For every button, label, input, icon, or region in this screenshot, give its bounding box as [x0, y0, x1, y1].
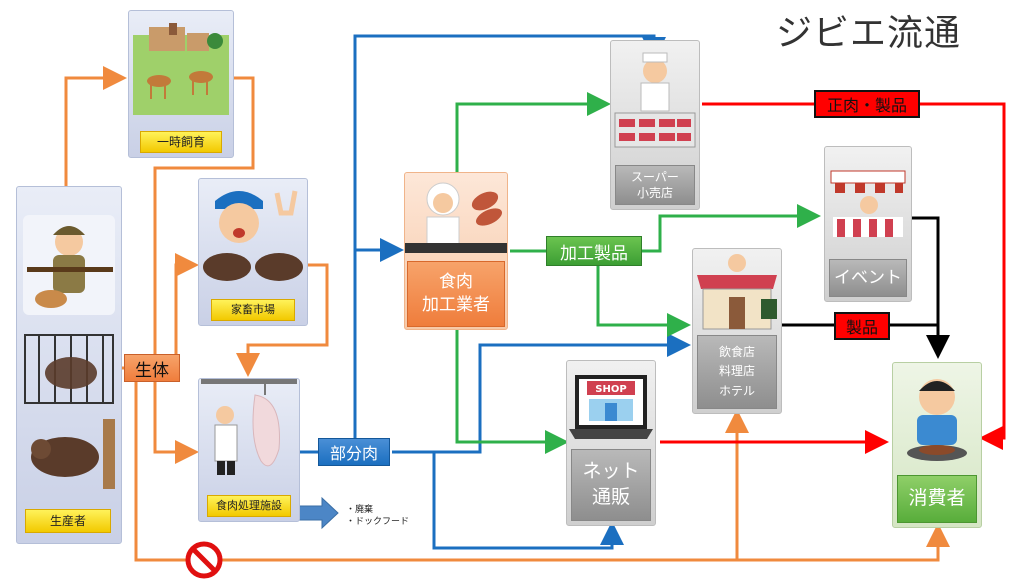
meat-processor-label-line1: 食肉: [439, 272, 473, 293]
supermarket-node: スーパー 小売店: [610, 40, 700, 210]
deer-farm-illustration: [133, 23, 229, 115]
producer-label: 生産者: [25, 509, 111, 533]
restaurant-label: 飲食店 料理店 ホテル: [697, 335, 777, 409]
arrow-producer-to-breeding: [64, 66, 127, 188]
arrow-processor-to-net: [455, 328, 569, 454]
disposal-arrow: [295, 496, 339, 530]
arrow-partial-to-restaurant: [392, 333, 691, 454]
arrow-processed-to-restaurant: [596, 265, 691, 337]
live-animal-label: 生体: [124, 354, 180, 382]
restaurant-label-line2: 料理店: [718, 364, 755, 379]
disposal-notes: ・廃棄 ・ドックフード: [346, 504, 409, 528]
arrow-bottom-orange: [134, 382, 950, 562]
restaurant-label-line3: ホテル: [718, 383, 755, 398]
net-sales-label: ネット 通販: [571, 449, 651, 521]
processing-facility-node: 食肉処理施設: [198, 378, 300, 522]
supermarket-label-line1: スーパー: [631, 169, 679, 184]
meat-processor-label: 食肉 加工業者: [407, 261, 505, 327]
arrow-partial-to-net-bottom: [392, 450, 624, 550]
orange-arrows: [64, 66, 950, 562]
meat-products-label: 正肉・製品: [814, 90, 920, 118]
consumer-node: 消費者: [892, 362, 982, 528]
net-sales-label-line1: ネット: [582, 460, 640, 483]
market-illustration: [203, 190, 303, 281]
temp-breeding-node: 一時飼育: [128, 10, 234, 158]
meat-processor-node: 食肉 加工業者: [404, 172, 508, 330]
online-shop-illustration: SHOP: [569, 375, 653, 439]
net-sales-label-line2: 通販: [591, 486, 630, 508]
page-title: ジビエ流通: [776, 13, 962, 54]
restaurant-illustration: [697, 254, 777, 330]
disposal-note-dogfood: ・ドックフード: [346, 517, 410, 527]
supermarket-label: スーパー 小売店: [615, 165, 695, 205]
partial-meat-label: 部分肉: [318, 438, 390, 466]
arrow-live-to-facility: [153, 382, 199, 464]
processed-goods-label: 加工製品: [546, 236, 642, 266]
arrow-live-to-market: [174, 253, 199, 368]
restaurant-label-line1: 飲食店: [718, 345, 755, 360]
livestock-market-node: 家畜市場: [198, 178, 308, 326]
arrow-event-to-consumer: [910, 216, 950, 359]
livestock-market-label: 家畜市場: [211, 299, 295, 321]
arrow-market-to-facility: [236, 263, 329, 377]
hunter-illustration: [23, 215, 115, 489]
arrow-processor-to-supermarket: [455, 92, 611, 172]
temp-breeding-label: 一時飼育: [140, 131, 222, 153]
event-node: イベント: [824, 146, 912, 302]
meat-processor-label-line2: 加工業者: [422, 295, 490, 315]
supermarket-illustration: [614, 52, 696, 148]
products-label: 製品: [834, 312, 890, 340]
producer-node: 生産者: [16, 186, 122, 544]
green-arrows: [455, 92, 821, 454]
event-label: イベント: [829, 259, 907, 297]
prohibited-icon: [185, 541, 223, 579]
supermarket-label-line2: 小売店: [636, 186, 673, 200]
processor-illustration: [405, 182, 507, 253]
restaurant-node: 飲食店 料理店 ホテル: [692, 248, 782, 414]
net-sales-node: SHOP ネット 通販: [566, 360, 656, 526]
arrow-processed-to-event: [641, 204, 821, 253]
butcher-illustration: [201, 379, 297, 475]
consumer-label: 消費者: [897, 475, 977, 523]
event-illustration: [830, 170, 906, 237]
consumer-illustration: [907, 379, 967, 461]
arrow-breeding-out: [153, 76, 255, 355]
disposal-note-waste: ・廃棄: [346, 505, 374, 515]
shop-sign: SHOP: [595, 384, 626, 395]
processing-facility-label: 食肉処理施設: [207, 495, 291, 517]
